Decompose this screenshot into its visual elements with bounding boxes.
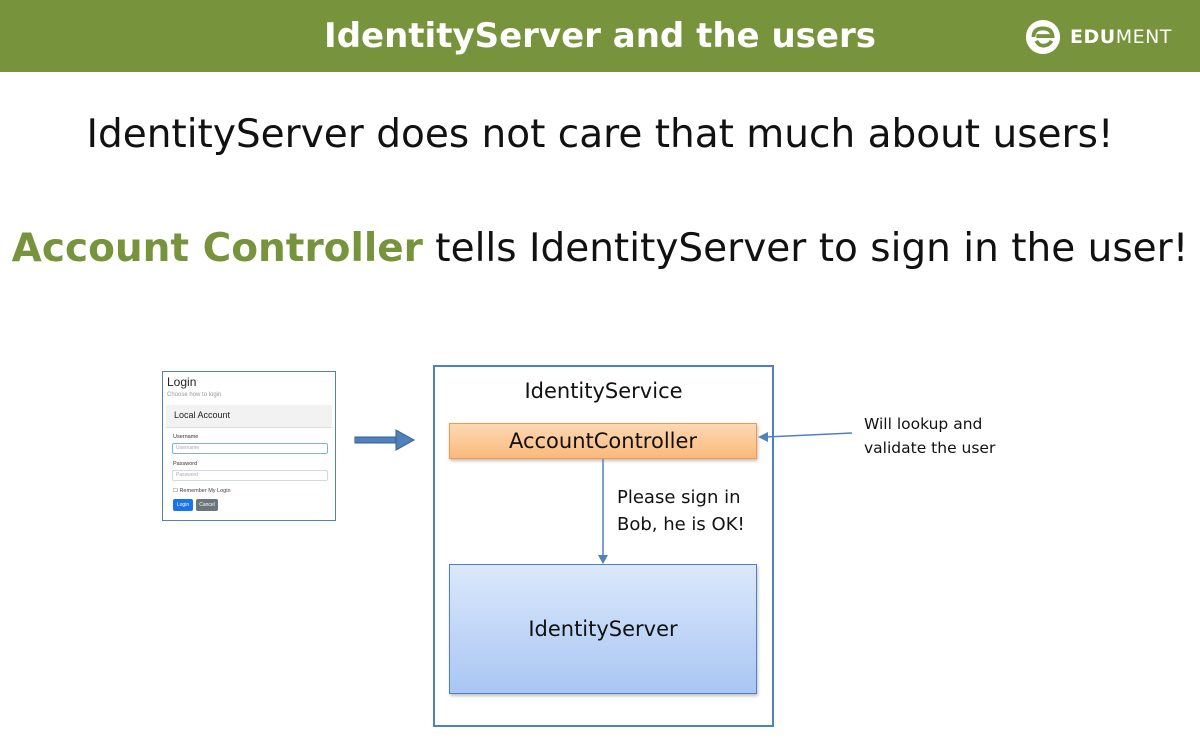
cancel-button[interactable]: Cancel	[196, 499, 218, 511]
login-to-service-arrow	[354, 429, 416, 451]
edument-logo-icon	[1025, 19, 1061, 55]
password-input[interactable]: Password	[172, 470, 328, 481]
sign-in-message: Please sign in Bob, he is OK!	[617, 484, 745, 538]
lookup-note-line1: Will lookup and	[864, 415, 983, 433]
slide-title: IdentityServer and the users	[324, 16, 876, 56]
lookup-note-line2: validate the user	[864, 439, 996, 457]
headline-account-controller: Account Controller tells IdentityServer …	[0, 226, 1200, 271]
headline-highlight: Account Controller	[11, 226, 423, 271]
account-controller-box: AccountController	[449, 423, 757, 459]
headline-users: IdentityServer does not care that much a…	[86, 112, 1114, 157]
sign-in-message-line2: Bob, he is OK!	[617, 514, 745, 535]
logo-text-strong: EDU	[1070, 26, 1116, 48]
identity-service-label: IdentityService	[524, 379, 683, 403]
login-card: Login Choose how to login Local Account …	[162, 371, 336, 521]
identity-server-box: IdentityServer	[449, 564, 757, 694]
slide-header	[0, 0, 1200, 72]
local-account-header: Local Account	[166, 405, 332, 428]
logo-text-light: MENT	[1115, 26, 1172, 48]
username-input[interactable]: Username	[172, 443, 328, 454]
sign-in-message-line1: Please sign in	[617, 487, 741, 508]
username-label: Username	[173, 434, 199, 440]
login-button[interactable]: Login	[173, 499, 193, 511]
headline-rest: tells IdentityServer to sign in the user…	[422, 226, 1189, 271]
lookup-note: Will lookup and validate the user	[864, 412, 995, 460]
login-title: Login	[167, 375, 197, 389]
password-label: Password	[173, 461, 198, 467]
remember-checkbox[interactable]: ☐ Remember My Login	[173, 488, 231, 494]
login-subtitle: Choose how to login	[167, 392, 222, 398]
local-account-label: Local Account	[174, 410, 231, 420]
